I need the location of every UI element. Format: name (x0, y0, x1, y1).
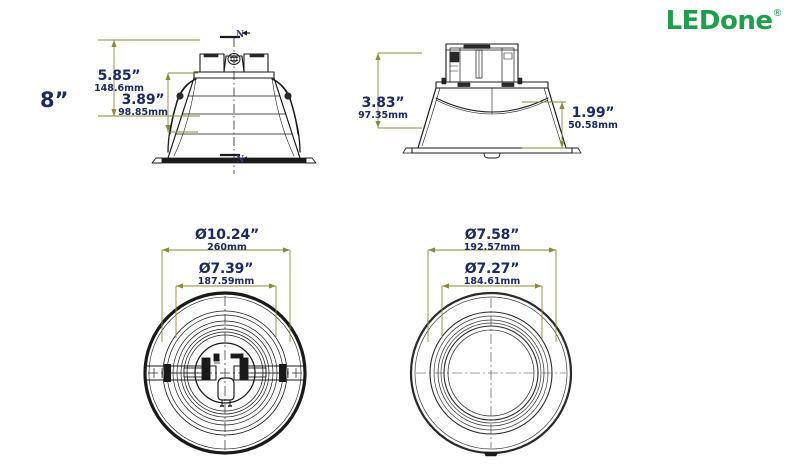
dimension-line-aperture-diameter (175, 283, 277, 338)
dimension-trim-diameter: Ø7.58” 192.57mm (448, 228, 536, 253)
dimension-line-reflector-depth (522, 101, 566, 149)
dimension-line-trim-diameter (427, 247, 557, 342)
dimension-body-height-mm: 98.85mm (118, 107, 168, 118)
dimension-trim-diameter-mm: 192.57mm (463, 242, 521, 253)
dimension-trim-diameter-inches: Ø7.58” (464, 227, 520, 243)
dimension-aperture-diameter: Ø7.39” 187.59mm (182, 262, 270, 287)
dimension-housing-height-mm: 97.35mm (358, 110, 408, 121)
dimension-lens-diameter-mm: 184.61mm (463, 276, 521, 287)
section-marker-bottom (220, 153, 250, 162)
dimension-outer-diameter-inches: Ø10.24” (195, 227, 259, 243)
dimension-body-height-inches: 3.89” (121, 92, 165, 108)
dimension-lens-diameter: Ø7.27” 184.61mm (448, 262, 536, 287)
dimension-reflector-depth-mm: 50.58mm (568, 120, 618, 131)
dimension-line-overall-height (98, 39, 200, 117)
front-elevation-view (151, 38, 317, 174)
dimension-aperture-diameter-mm: 187.59mm (197, 276, 255, 287)
bottom-plan-view (409, 291, 573, 457)
dimension-outer-diameter: Ø10.24” 260mm (182, 228, 272, 253)
dimension-line-outer-diameter (161, 247, 291, 342)
dimension-body-height: 3.89” 98.85mm (110, 93, 176, 118)
dimension-lens-diameter-inches: Ø7.27” (464, 261, 520, 277)
logo-wordmark: LEDone (665, 6, 773, 36)
section-letter-bottom: N (236, 155, 245, 165)
dimension-line-body-height (165, 72, 198, 133)
dimension-outer-diameter-mm: 260mm (207, 242, 247, 253)
dimension-housing-height-inches: 3.83” (361, 95, 405, 111)
dimension-line-lens-diameter (441, 283, 543, 338)
dimension-overall-height-inches: 5.85” (97, 68, 141, 84)
section-marker-top (220, 30, 250, 39)
size-badge: 8” (40, 88, 69, 112)
dimension-reflector-depth-inches: 1.99” (571, 105, 615, 121)
dimension-reflector-depth: 1.99” 50.58mm (562, 106, 624, 131)
ledone-logo: LEDone® (665, 6, 783, 36)
section-letter-top: N (236, 30, 245, 40)
dimension-overall-height-mm: 148.6mm (94, 83, 144, 94)
side-section-view (402, 43, 582, 159)
dimension-overall-height: 5.85” 148.6mm (86, 69, 152, 94)
registered-trademark-icon: ® (772, 8, 783, 19)
dimension-housing-height: 3.83” 97.35mm (352, 96, 414, 121)
top-plan-view (143, 291, 307, 455)
dimension-aperture-diameter-inches: Ø7.39” (198, 261, 254, 277)
dimension-line-housing-height (375, 52, 422, 129)
